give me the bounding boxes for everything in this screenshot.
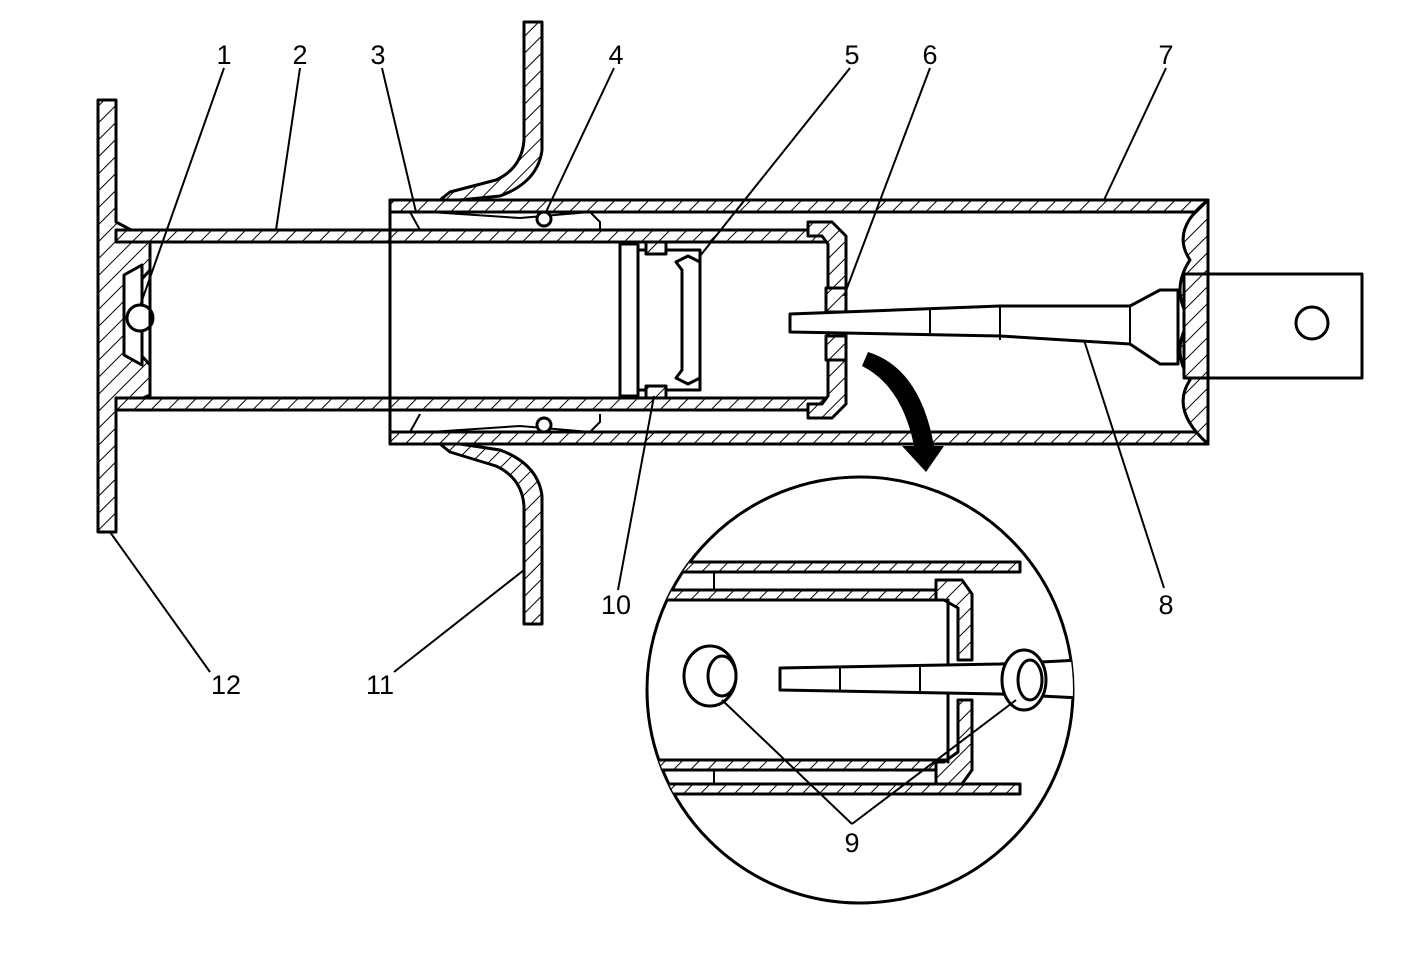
callout-2: 2 [292, 40, 307, 70]
mounting-bracket [438, 442, 544, 626]
seal-ring-right [1000, 648, 1048, 712]
leader-lines [109, 67, 1167, 825]
inner-tube-end-cap [806, 220, 848, 420]
callout-10: 10 [601, 590, 631, 620]
inner-cylinder-tube [114, 228, 834, 412]
end-eyelet [1206, 272, 1364, 380]
callout-11: 11 [366, 670, 394, 700]
callout-4: 4 [608, 40, 623, 70]
outer-tube [388, 198, 1210, 446]
piston-seal-top [644, 240, 668, 256]
callout-9: 9 [844, 828, 859, 858]
callout-7: 7 [1158, 40, 1173, 70]
rod-seal [824, 286, 848, 362]
check-valve [122, 263, 155, 367]
piston-rod [788, 272, 1210, 380]
callout-3: 3 [370, 40, 385, 70]
callout-8: 8 [1158, 590, 1173, 620]
detail-view [645, 475, 1075, 905]
piston-seal [644, 384, 668, 400]
retainer-sleeve [409, 211, 601, 433]
mounting-bracket-upper [438, 20, 544, 202]
callout-labels: 1 2 3 4 5 6 7 8 9 10 11 12 [211, 40, 1174, 858]
o-ring [535, 210, 553, 434]
callout-5: 5 [844, 40, 859, 70]
callout-1: 1 [216, 40, 231, 70]
piston [618, 240, 702, 400]
callout-12: 12 [211, 670, 241, 700]
callout-6: 6 [922, 40, 937, 70]
detail-arrow [862, 352, 944, 472]
seal-ring-left [682, 644, 738, 708]
